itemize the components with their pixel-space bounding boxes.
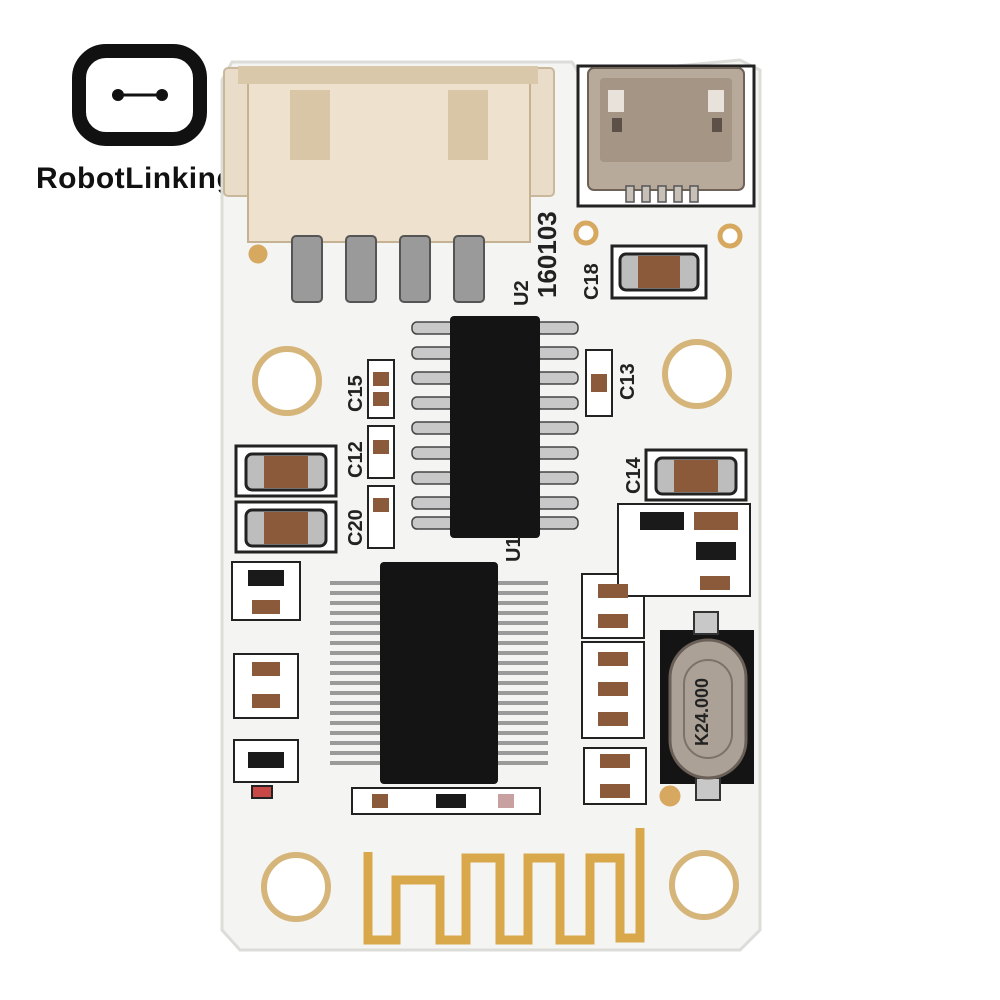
- mounting-holes: [252, 339, 739, 922]
- cap-label: C12: [345, 441, 367, 478]
- chip-label-u2: U2: [511, 280, 533, 306]
- mounting-hole: [252, 346, 322, 416]
- pcb-antenna: [363, 828, 645, 945]
- silkscreen-labels: 160103 U2 U1 C18 C15 C12 C20 C13 C14: [345, 211, 645, 562]
- mounting-hole: [669, 850, 739, 920]
- speaker-connector: [223, 66, 555, 303]
- mounting-hole: [261, 852, 331, 922]
- chip-u1: [330, 562, 548, 784]
- robot-eyes-icon: [112, 89, 168, 101]
- brand-logo: RobotLinking: [36, 44, 236, 214]
- cap-label: C18: [581, 263, 603, 300]
- crystal-oscillator: K24.000: [660, 611, 754, 801]
- date-code: 160103: [532, 211, 562, 298]
- brand-name: RobotLinking: [36, 162, 236, 195]
- micro-usb-port: [576, 64, 756, 208]
- cap-label: C13: [617, 363, 639, 400]
- robot-face-icon: [72, 44, 207, 146]
- chip-label-u1: U1: [503, 536, 525, 562]
- capacitors: [234, 244, 748, 554]
- cap-label: C14: [623, 456, 645, 494]
- chip-u2: [411, 316, 579, 538]
- cap-label: C20: [345, 509, 367, 546]
- mounting-hole: [662, 339, 732, 409]
- cap-label: C15: [345, 375, 367, 412]
- smd-components: [231, 349, 751, 815]
- vias: [248, 220, 743, 807]
- crystal-marking: K24.000: [692, 678, 712, 746]
